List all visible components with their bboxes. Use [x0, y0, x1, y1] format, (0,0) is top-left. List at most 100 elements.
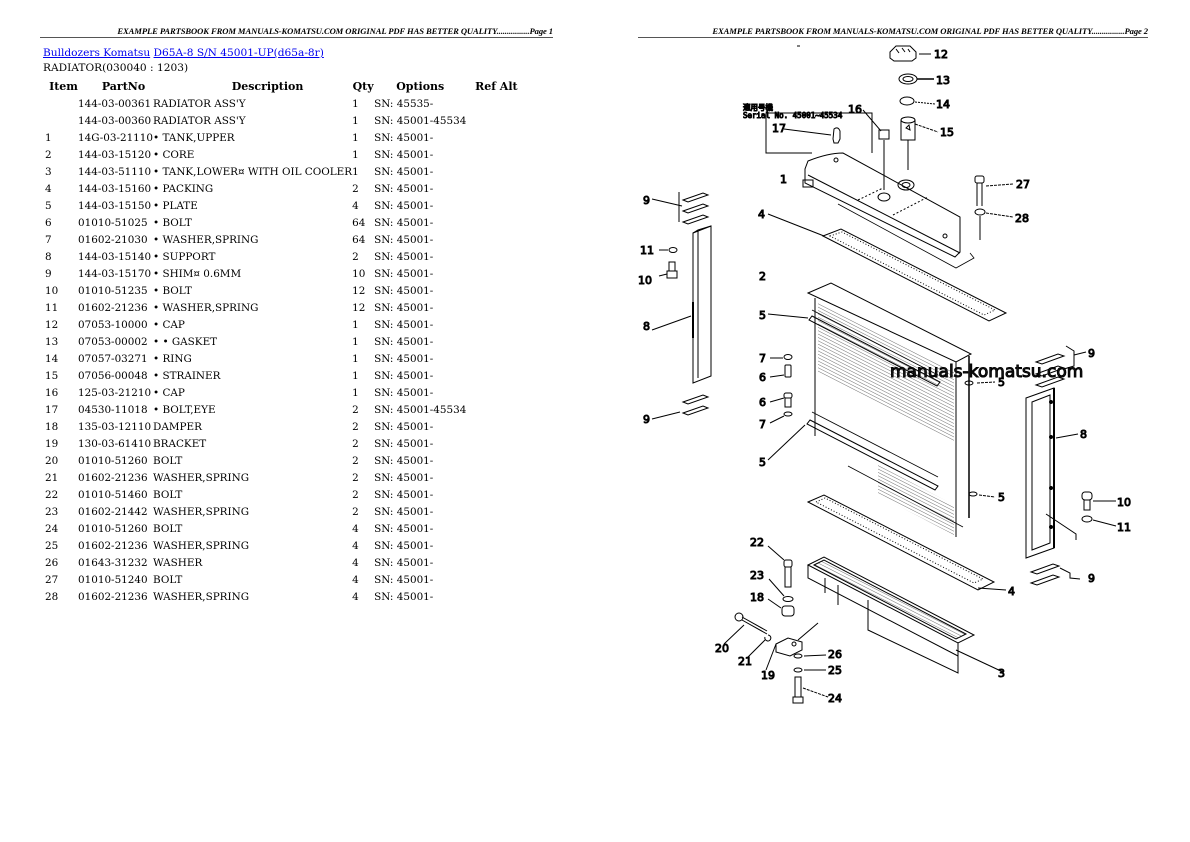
cell-refalt	[466, 316, 526, 333]
cell-refalt	[466, 95, 526, 112]
callout-12: 12	[934, 48, 948, 61]
cell-partno: 01602-21236	[78, 471, 148, 484]
cell-item: 4	[45, 182, 52, 195]
cell-qty: 1	[352, 386, 359, 399]
cell-refalt	[466, 401, 526, 418]
cell-options: SN: 45001-	[374, 556, 434, 569]
cell-description: • TANK,UPPER	[153, 131, 235, 144]
cell-qty: 1	[352, 131, 359, 144]
cell-partno: 07057-03271	[78, 352, 148, 365]
callout-24: 24	[828, 692, 842, 705]
cell-refalt	[466, 537, 526, 554]
cell-description: WASHER,SPRING	[153, 539, 250, 552]
bolt-left-part-10	[658, 261, 678, 279]
packing-part-4-upper	[821, 228, 1008, 322]
cell-options: SN: 45001-	[374, 233, 434, 246]
cell-qty: 4	[352, 539, 359, 552]
cell-options: SN: 45001-	[374, 335, 434, 348]
cell-options: SN: 45001-45534	[374, 403, 467, 416]
cell-item: 22	[45, 488, 59, 501]
cell-options: SN: 45001-	[374, 165, 434, 178]
cell-qty: 2	[352, 488, 359, 501]
callout-6-b: 6	[759, 396, 766, 409]
cell-qty: 2	[352, 471, 359, 484]
callout-19: 19	[761, 669, 775, 682]
cell-description: WASHER	[153, 556, 203, 569]
cell-qty: 4	[352, 556, 359, 569]
cell-refalt	[466, 554, 526, 571]
cell-refalt	[466, 129, 526, 146]
cell-description: • CAP	[153, 386, 185, 399]
radiator-diagram-svg: 12 13 14 15 16 17 1 27 28 9 4 11 10 2 5 …	[638, 45, 1132, 706]
cell-description: • SUPPORT	[153, 250, 216, 263]
cell-refalt	[466, 197, 526, 214]
cell-options: SN: 45001-	[374, 131, 434, 144]
callout-25: 25	[828, 664, 842, 677]
cell-qty: 2	[352, 505, 359, 518]
cell-refalt	[466, 452, 526, 469]
header-qty: Qty	[352, 80, 374, 93]
cell-partno: 01010-51235	[78, 284, 148, 297]
cell-qty: 1	[352, 148, 359, 161]
cell-partno: 01010-51240	[78, 573, 148, 586]
cell-description: BOLT	[153, 488, 183, 501]
cell-options: SN: 45001-	[374, 250, 434, 263]
cell-options: SN: 45001-	[374, 522, 434, 535]
section-title: RADIATOR(030040 : 1203)	[43, 62, 189, 74]
bolt-part-6-a	[769, 364, 792, 378]
cell-partno: 144-03-51110	[78, 165, 152, 178]
cell-options: SN: 45001-	[374, 182, 434, 195]
callout-9-a: 9	[643, 194, 650, 207]
washer-part-23	[782, 596, 794, 602]
cell-partno: 07053-10000	[78, 318, 148, 331]
cell-refalt	[466, 588, 526, 605]
cell-refalt	[466, 435, 526, 452]
cell-refalt	[466, 486, 526, 503]
callout-3: 3	[998, 667, 1005, 680]
breadcrumb-category-link[interactable]: Bulldozers Komatsu	[43, 47, 151, 59]
cell-options: SN: 45001-	[374, 420, 434, 433]
callout-7-a: 7	[759, 352, 766, 365]
cell-qty: 1	[352, 369, 359, 382]
callout-26: 26	[828, 648, 842, 661]
cell-partno: 144-03-15140	[78, 250, 152, 263]
cell-partno: 144-03-00361	[78, 97, 152, 110]
callout-14: 14	[936, 98, 950, 111]
cell-item: 2	[45, 148, 52, 161]
callout-28: 28	[1015, 212, 1029, 225]
breadcrumb-model-link[interactable]: D65A-8 S/N 45001-UP(d65a-8r)	[153, 47, 324, 59]
washer-left-part-11	[668, 247, 678, 253]
cell-options: SN: 45001-	[374, 352, 434, 365]
cell-item: 5	[45, 199, 52, 212]
callout-8-a: 8	[643, 320, 650, 333]
bolt-right-part-10	[1081, 491, 1116, 511]
cell-partno: 125-03-21210	[78, 386, 152, 399]
callout-23: 23	[750, 569, 764, 582]
cell-qty: 12	[352, 301, 366, 314]
shims-left-lower-part-9	[651, 394, 710, 420]
callout-4-b: 4	[1008, 585, 1015, 598]
cell-refalt	[466, 180, 526, 197]
cell-refalt	[466, 265, 526, 282]
cell-description: • CORE	[153, 148, 195, 161]
washer-part-21	[764, 634, 772, 642]
cell-item: 18	[45, 420, 59, 433]
cell-partno: 144-03-15170	[78, 267, 152, 280]
page-1-header: EXAMPLE PARTSBOOK FROM MANUALS-KOMATSU.C…	[40, 26, 553, 38]
cell-item: 6	[45, 216, 52, 229]
cell-refalt	[466, 469, 526, 486]
bolt-part-27	[974, 175, 1014, 206]
cell-partno: 144-03-15160	[78, 182, 152, 195]
cell-options: SN: 45001-	[374, 284, 434, 297]
